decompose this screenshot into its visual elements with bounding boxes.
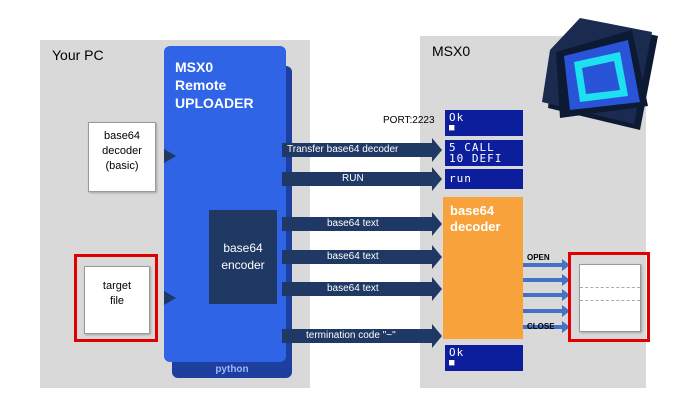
input-arrow-icon bbox=[164, 149, 176, 163]
base64-decoder-basic-doc: base64 decoder (basic) bbox=[88, 122, 156, 192]
open-label: OPEN bbox=[527, 253, 550, 262]
screen-program-line1: 5 CALL bbox=[449, 141, 495, 154]
cursor-icon: ■ bbox=[449, 123, 456, 133]
uploader-title-line2: Remote bbox=[175, 77, 227, 93]
screen-ok-bottom-text: Ok bbox=[449, 346, 465, 359]
pc-panel-title: Your PC bbox=[52, 47, 104, 63]
msx0-panel-title: MSX0 bbox=[432, 43, 471, 59]
cursor-icon: ■ bbox=[449, 358, 456, 368]
arrow-label-transfer: Transfer base64 decoder bbox=[287, 144, 399, 155]
base64-decoder-box: base64 decoder bbox=[443, 197, 523, 339]
decoder-doc-line1: base64 bbox=[103, 130, 141, 142]
arrow-run bbox=[282, 167, 442, 191]
target-file-doc: target file bbox=[84, 266, 150, 334]
base64-encoder-box: base64 encoder bbox=[209, 210, 277, 304]
screen-ok-top-text: Ok bbox=[449, 111, 465, 124]
file-arrow-4 bbox=[522, 305, 570, 317]
arrow-text1 bbox=[282, 212, 442, 236]
decoder-box-line1: base64 bbox=[450, 203, 495, 218]
uploader-title-line3: UPLOADER bbox=[175, 95, 254, 111]
file-arrow-1 bbox=[522, 259, 570, 271]
uploader-title-line1: MSX0 bbox=[175, 59, 214, 75]
decoder-doc-line2: decoder bbox=[102, 145, 142, 157]
arrow-label-termination: termination code "~" bbox=[306, 330, 396, 341]
screen-ok-top: Ok ■ bbox=[445, 110, 523, 136]
file-arrow-3 bbox=[522, 289, 570, 301]
target-file-highlight bbox=[74, 254, 158, 342]
decoder-box-line2: decoder bbox=[450, 219, 501, 234]
arrow-text3 bbox=[282, 277, 442, 301]
target-doc-line1: target bbox=[102, 280, 132, 292]
screen-run: run bbox=[445, 169, 523, 189]
screen-run-text: run bbox=[449, 172, 472, 185]
arrow-label-run: RUN bbox=[342, 173, 364, 184]
encoder-line1: base64 bbox=[223, 241, 263, 255]
screen-ok-bottom: Ok ■ bbox=[445, 345, 523, 371]
file-arrow-2 bbox=[522, 274, 570, 286]
arrow-label-text2: base64 text bbox=[327, 251, 379, 262]
arrow-termination bbox=[282, 324, 442, 348]
output-file-doc bbox=[579, 264, 641, 332]
python-label: python bbox=[215, 364, 249, 375]
remote-uploader-box bbox=[164, 46, 286, 362]
screen-program: 5 CALL 10 DEFI bbox=[445, 140, 523, 166]
msx0-logo-icon bbox=[542, 18, 658, 130]
arrow-text2 bbox=[282, 245, 442, 269]
output-file-highlight bbox=[568, 252, 650, 342]
arrow-transfer bbox=[282, 138, 442, 162]
screen-program-line2: 10 DEFI bbox=[449, 152, 503, 165]
target-doc-line2: file bbox=[109, 295, 125, 307]
port-label: PORT:2223 bbox=[383, 115, 435, 126]
file-arrow-5 bbox=[522, 321, 570, 333]
close-label: CLOSE bbox=[527, 322, 555, 331]
arrow-label-text1: base64 text bbox=[327, 218, 379, 229]
input-arrow-icon bbox=[164, 291, 176, 305]
arrow-label-text3: base64 text bbox=[327, 283, 379, 294]
encoder-line2: encoder bbox=[221, 258, 265, 272]
uploader-title: MSX0 Remote UPLOADER bbox=[175, 58, 254, 112]
decoder-doc-line3: (basic) bbox=[105, 160, 139, 172]
